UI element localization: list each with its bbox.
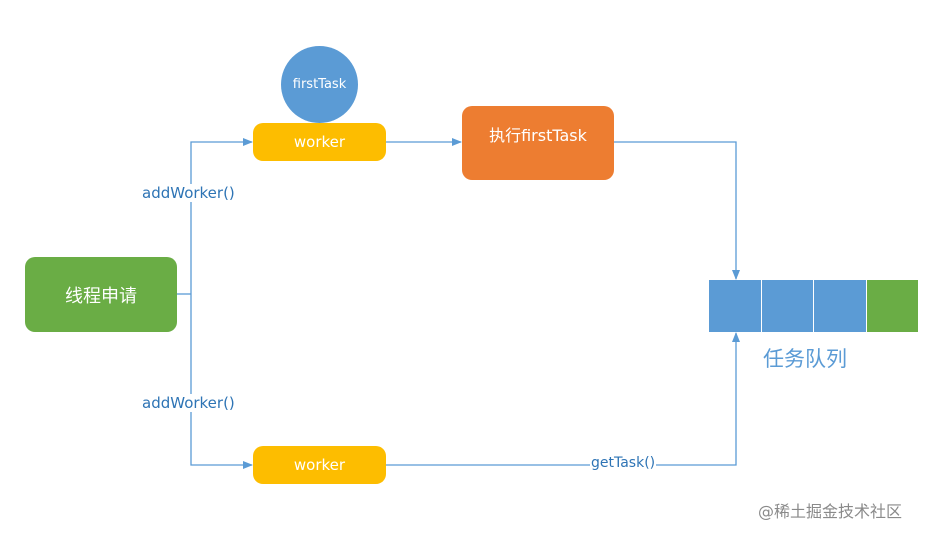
thread-apply-label: 线程申请 xyxy=(65,285,137,307)
connector-execute-to-queue xyxy=(614,141,740,280)
queue-slot xyxy=(709,280,762,332)
add-worker-top-label: addWorker() xyxy=(141,184,236,202)
task-queue-title: 任务队列 xyxy=(763,347,847,371)
thread-apply-node: 线程申请 xyxy=(25,257,177,332)
task-queue xyxy=(709,280,918,332)
add-worker-bottom-label: addWorker() xyxy=(141,394,236,412)
watermark: @稀土掘金技术社区 xyxy=(758,502,903,521)
worker-top-label: worker xyxy=(293,133,346,151)
connector-worker-get-task xyxy=(386,332,740,466)
queue-slot xyxy=(814,280,867,332)
first-task-circle: firstTask xyxy=(281,46,358,123)
worker-top-node: worker xyxy=(253,123,386,161)
execute-first-task-node: 执行firstTask xyxy=(462,106,614,180)
get-task-label: getTask() xyxy=(590,455,657,471)
worker-bottom-label: worker xyxy=(293,456,346,474)
connector-add-worker-top xyxy=(190,138,253,294)
connector-add-worker-bottom xyxy=(190,294,253,469)
queue-slot xyxy=(866,280,918,332)
execute-first-task-label: 执行firstTask xyxy=(489,126,587,145)
worker-bottom-node: worker xyxy=(253,446,386,484)
queue-slot xyxy=(761,280,814,332)
first-task-label: firstTask xyxy=(292,77,347,92)
